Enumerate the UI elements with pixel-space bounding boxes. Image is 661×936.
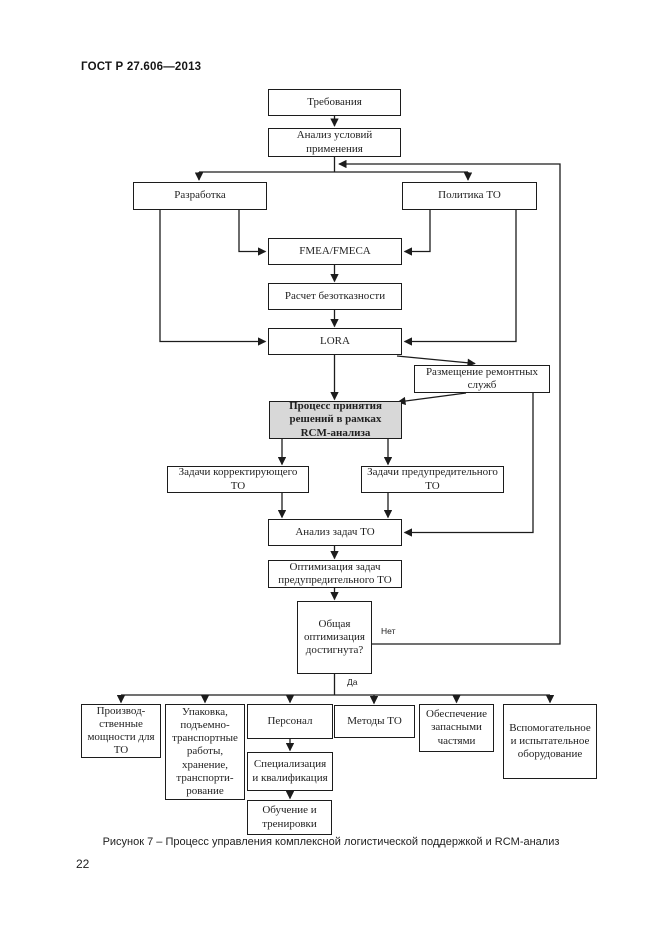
- edge-no-feedback: [338, 159, 561, 645]
- node-development: Разработка: [133, 182, 267, 210]
- node-preventive-tasks: Задачи предупредительного ТО: [361, 466, 504, 493]
- node-requirements: Требования: [268, 89, 401, 116]
- edge-usage-split-line: [199, 157, 468, 173]
- node-maintenance-methods: Методы ТО: [334, 705, 415, 738]
- node-production-capacity: Производ- ственные мощности для ТО: [81, 704, 161, 758]
- edge-repair-to-rcm: [397, 392, 467, 406]
- edge-policy-to-lora: [403, 210, 517, 346]
- node-task-analysis: Анализ задач ТО: [268, 519, 402, 546]
- node-reliability-calc: Расчет безотказности: [268, 283, 402, 310]
- node-personnel: Персонал: [247, 704, 333, 739]
- edge-yes-distribution-line: [121, 674, 550, 696]
- node-training: Обучение и тренировки: [247, 800, 332, 835]
- node-optimization-achieved: Общая оптимизация достигнута?: [297, 601, 372, 674]
- node-maintenance-policy: Политика ТО: [402, 182, 537, 210]
- node-lora: LORA: [268, 328, 402, 355]
- node-usage-analysis: Анализ условий применения: [268, 128, 401, 157]
- edge-repair-to-taskanalysis: [403, 393, 534, 537]
- edge-lora-to-repair: [396, 355, 476, 367]
- node-repair-services: Размещение ремонтных служб: [414, 365, 550, 393]
- figure-caption: Рисунок 7 – Процесс управления комплексн…: [102, 836, 560, 848]
- node-auxiliary-equipment: Вспомогательное и испытательное оборудов…: [503, 704, 597, 779]
- edge-development-to-lora: [159, 210, 267, 346]
- edge-policy-to-fmea: [403, 210, 431, 256]
- node-task-optimization: Оптимизация задач предупредительного ТО: [268, 560, 402, 588]
- standard-reference: ГОСТ Р 27.606—2013: [81, 61, 202, 73]
- node-packaging: Упаковка, подъемно- транспортные работы,…: [165, 704, 245, 800]
- page-number: 22: [76, 857, 90, 871]
- node-corrective-tasks: Задачи корректирующего ТО: [167, 466, 309, 493]
- node-specialization: Специализация и квалификация: [247, 752, 333, 791]
- node-fmea-fmeca: FMEA/FMECA: [268, 238, 402, 265]
- node-rcm-decision-process: Процесс принятия решений в рамках RCM-ан…: [269, 400, 402, 439]
- edge-development-to-fmea: [238, 210, 267, 256]
- node-spare-parts: Обеспечение запасными частями: [419, 704, 494, 752]
- edge-label-yes: Да: [347, 677, 358, 687]
- edge-label-no: Нет: [381, 626, 396, 636]
